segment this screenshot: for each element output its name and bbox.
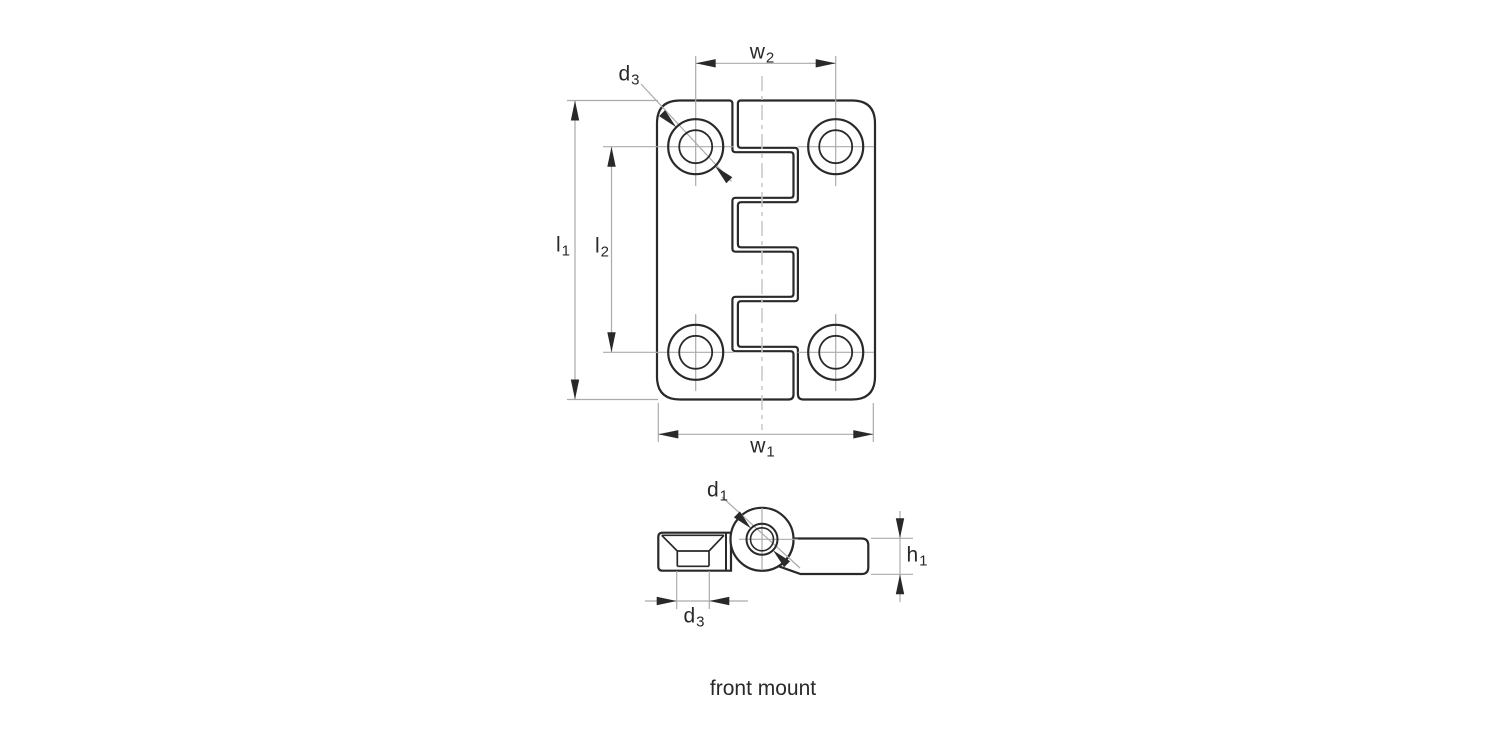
dim-label-l1-base: l (555, 233, 561, 256)
dim-label-h1-sub: 1 (919, 552, 928, 569)
dim-label-l2: l2 (594, 234, 609, 259)
caption-front-mount: front mount (709, 677, 817, 700)
dim-label-w2: w2 (749, 40, 775, 66)
dim-label-l2-base: l (594, 234, 600, 257)
dim-label-w2-sub: 2 (765, 49, 775, 67)
dim-label-w1: w1 (750, 434, 775, 460)
dim-label-d3-top-sub: 3 (631, 71, 640, 89)
dim-label-l1-sub: 1 (561, 242, 571, 259)
countersink-section (661, 534, 725, 568)
construction-lines (567, 56, 913, 609)
dim-label-d3-side-sub: 3 (696, 613, 705, 630)
side-view-details (661, 522, 779, 571)
dim-label-d1-base: d (706, 478, 719, 501)
dimension-arrowheads (570, 59, 905, 606)
pin-bore-inner (749, 526, 775, 552)
dim-label-d1: d1 (706, 478, 728, 503)
dim-label-l1: l1 (555, 233, 570, 258)
dim-label-w1-base: w (750, 434, 766, 458)
side-view (657, 506, 870, 576)
top-view-holes (667, 118, 865, 381)
dim-label-d3-side: d3 (683, 604, 704, 629)
dim-label-l2-sub: 2 (600, 243, 610, 260)
dim-label-d3-top-base: d (618, 62, 631, 86)
dim-label-h1: h1 (906, 543, 927, 568)
pin-bore-outer (745, 522, 779, 556)
dim-label-d1-sub: 1 (719, 487, 729, 504)
dim-label-d3-top: d3 (618, 62, 639, 88)
dim-label-d3-side-base: d (683, 604, 696, 627)
dim-label-w2-base: w (749, 40, 765, 64)
d1-leader-line (721, 496, 801, 569)
dim-label-h1-base: h (906, 543, 919, 566)
top-view (655, 99, 877, 401)
dim-label-w1-sub: 1 (766, 443, 775, 461)
